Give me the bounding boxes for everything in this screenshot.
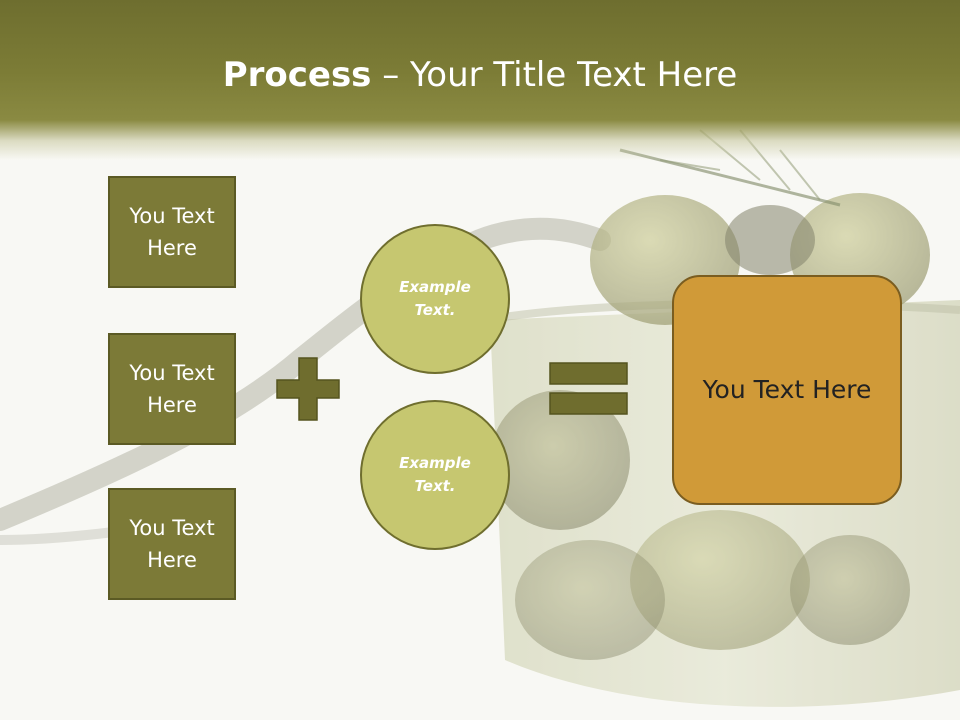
title-band [0, 0, 960, 160]
input-box-3: You Text Here [108, 488, 236, 600]
input-box-label: You Text Here [129, 361, 215, 417]
input-box-1: You Text Here [108, 176, 236, 288]
slide-title: Process – Your Title Text Here [0, 52, 960, 98]
equals-icon [549, 362, 628, 415]
result-box: You Text Here [672, 275, 902, 505]
title-bold: Process [222, 55, 372, 95]
plus-icon [276, 357, 340, 421]
example-circle-1: Example Text. [360, 224, 510, 374]
input-box-label: You Text Here [129, 516, 215, 572]
circle-label: Example Text. [399, 454, 471, 495]
input-box-2: You Text Here [108, 333, 236, 445]
input-box-label: You Text Here [129, 204, 215, 260]
title-rest: – Your Title Text Here [371, 55, 738, 95]
result-label: You Text Here [702, 375, 872, 404]
circle-label: Example Text. [399, 278, 471, 319]
example-circle-2: Example Text. [360, 400, 510, 550]
